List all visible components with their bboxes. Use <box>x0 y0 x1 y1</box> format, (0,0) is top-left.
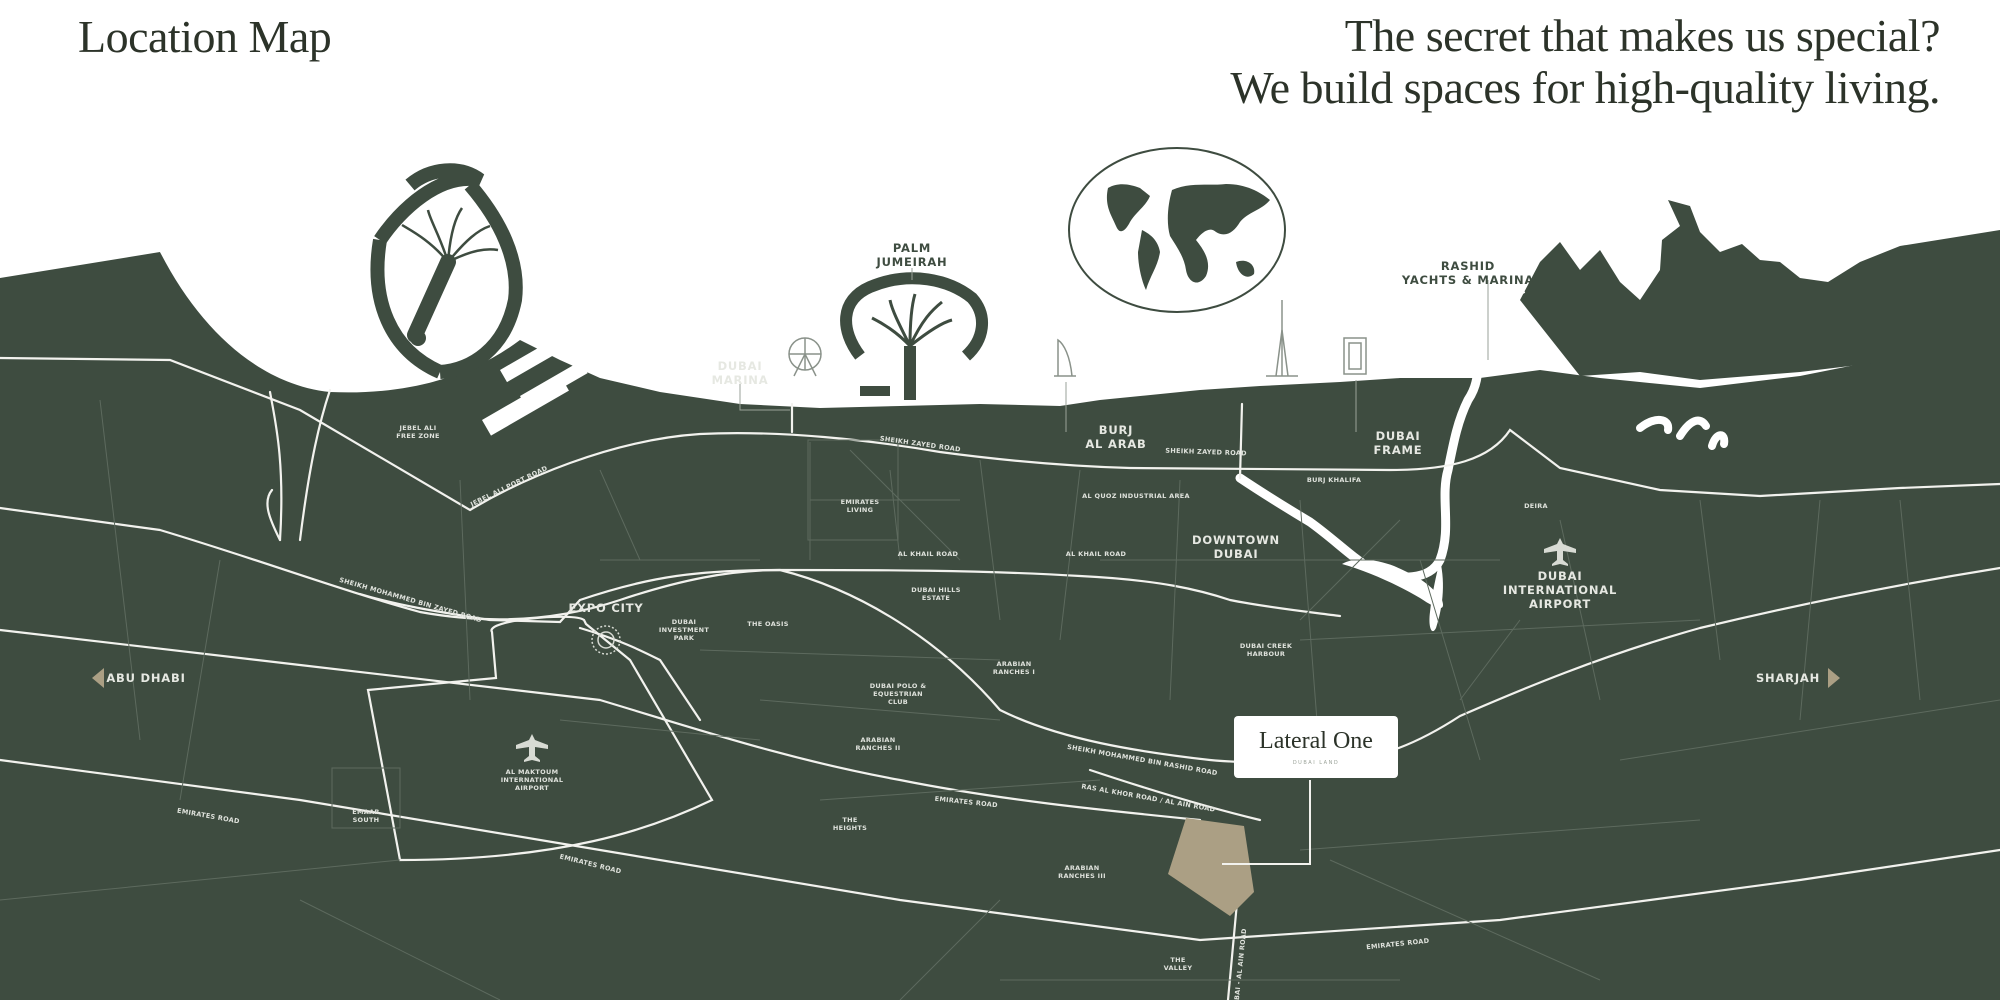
roads <box>0 356 2000 1000</box>
district-lines <box>0 399 2000 1000</box>
airplane-icon-dxb <box>1544 538 1576 566</box>
road-al-maktoum-link <box>268 388 332 542</box>
land-mass <box>0 252 2000 1000</box>
tagline-line-1: The secret that makes us special? <box>1344 10 1941 61</box>
road-emirates-south <box>0 758 2000 942</box>
dubai-frame-icon <box>1343 337 1367 375</box>
page-title: Location Map <box>78 11 332 62</box>
jebel-ali-bay <box>160 226 335 349</box>
ain-dubai-icon <box>788 337 822 377</box>
road-label-al-khail-2: AL KHAIL ROAD <box>1066 550 1127 558</box>
road-dwc-boundary <box>366 615 714 862</box>
road-jebel-ali-port <box>266 488 282 542</box>
label-al-quoz: AL QUOZ INDUSTRIAL AREA <box>1082 492 1190 500</box>
callout-leader-line <box>1222 780 1311 865</box>
road-mbz <box>358 566 2000 764</box>
burj-al-arab-icon <box>1054 338 1076 377</box>
road-label-al-khail-1: AL KHAIL ROAD <box>898 550 959 558</box>
arrow-east-icon <box>1828 668 1840 688</box>
road-label-sheikh-zayed-2: SHEIKH ZAYED ROAD <box>1165 447 1247 458</box>
road-sheikh-zayed <box>0 356 2000 512</box>
creek-lagoon-2 <box>1429 560 1443 632</box>
palm-jebel-ali-icon <box>370 163 523 379</box>
project-plot <box>1168 818 1254 916</box>
project-name: Lateral One <box>1259 728 1373 754</box>
label-abu-dhabi: ABU DHABI <box>106 671 185 685</box>
expo-city-icon <box>591 625 621 655</box>
road-expo-link <box>578 626 702 722</box>
land-north-coast <box>1520 200 2000 380</box>
arrow-west-icon <box>92 668 104 688</box>
landmark-leader-lines <box>739 268 1489 432</box>
airplane-icon-dwc <box>516 734 548 762</box>
tagline-line-2: We build spaces for high-quality living. <box>1230 62 1940 113</box>
label-burj-khalifa: BURJ KHALIFA <box>1307 476 1361 484</box>
burj-khalifa-icon <box>1266 300 1298 377</box>
jebel-ali-port-piers <box>482 340 588 436</box>
label-the-oasis: THE OASIS <box>747 620 788 628</box>
label-deira: DEIRA <box>1524 502 1548 510</box>
project-subtitle: DUBAI LAND <box>1293 760 1339 766</box>
dubai-creek <box>1235 315 1495 582</box>
palm-jumeirah-icon <box>840 272 988 400</box>
label-sharjah: SHARJAH <box>1756 671 1820 685</box>
creek-inlet-north <box>1487 287 1526 322</box>
label-expo-city: EXPO CITY <box>568 601 643 615</box>
road-bin-rashid <box>1088 768 1262 822</box>
deira-islands <box>1636 416 1729 450</box>
project-callout[interactable]: Lateral One DUBAI LAND <box>1234 716 1398 778</box>
creek-lagoon <box>1342 559 1444 609</box>
world-map-icon <box>1068 147 1286 313</box>
road-downtown <box>1238 402 1244 480</box>
